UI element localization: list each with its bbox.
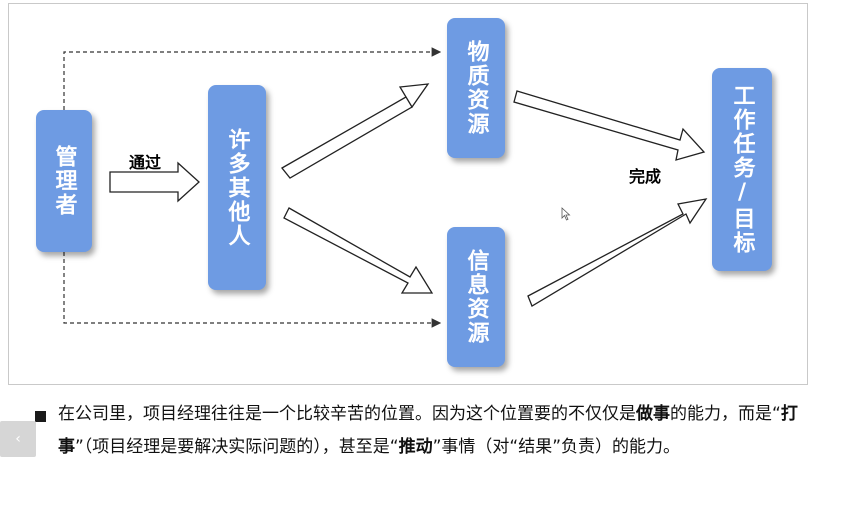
bullet-square-icon [35, 411, 46, 422]
caption-bold-doing: 做事 [636, 404, 670, 424]
node-information-resources: 信息资源 [447, 227, 505, 367]
chevron-left-icon: ‹ [15, 431, 21, 447]
node-many-others: 许多其他人 [208, 85, 266, 290]
node-manager: 管理者 [36, 110, 92, 252]
arrow-manager-others [109, 161, 200, 203]
diagram-frame [8, 3, 808, 385]
node-information-resources-label: 信息资源 [463, 249, 489, 345]
arrow-material-goal [513, 90, 706, 161]
edge-label-via: 通过 [129, 153, 162, 172]
caption-part-2: 的能力，而是“ [670, 404, 781, 424]
mouse-cursor-icon [561, 207, 571, 221]
node-many-others-label: 许多其他人 [224, 127, 250, 248]
arrow-others-material [281, 83, 430, 179]
caption-part-4: ”事情（对“结果”负责）的能力。 [432, 437, 681, 457]
caption-part-1: 在公司里，项目经理往往是一个比较辛苦的位置。因为这个位置要的不仅仅是 [58, 404, 636, 424]
dashed-link-manager-material [63, 47, 442, 110]
caption-part-3: ”（项目经理是要解决实际问题的），甚至是“ [75, 437, 399, 457]
node-manager-label: 管理者 [51, 145, 77, 217]
previous-slide-button[interactable]: ‹ [0, 421, 36, 457]
caption-bold-pushing: 推动 [398, 437, 433, 457]
node-material-resources-label: 物质资源 [463, 40, 489, 136]
node-task-goal-label: 工作任务/目标 [729, 84, 755, 255]
node-material-resources: 物质资源 [447, 18, 505, 158]
caption-bold-hitting: 打事 [58, 404, 798, 457]
arrow-info-goal [527, 198, 708, 307]
diagram-arrows [63, 47, 708, 328]
node-task-goal: 工作任务/目标 [712, 68, 772, 271]
caption-paragraph: 在公司里，项目经理往往是一个比较辛苦的位置。因为这个位置要的不仅仅是做事的能力，… [58, 398, 833, 464]
edge-label-done: 完成 [629, 167, 662, 186]
dashed-link-manager-info [63, 252, 442, 328]
arrow-others-info [283, 207, 434, 294]
